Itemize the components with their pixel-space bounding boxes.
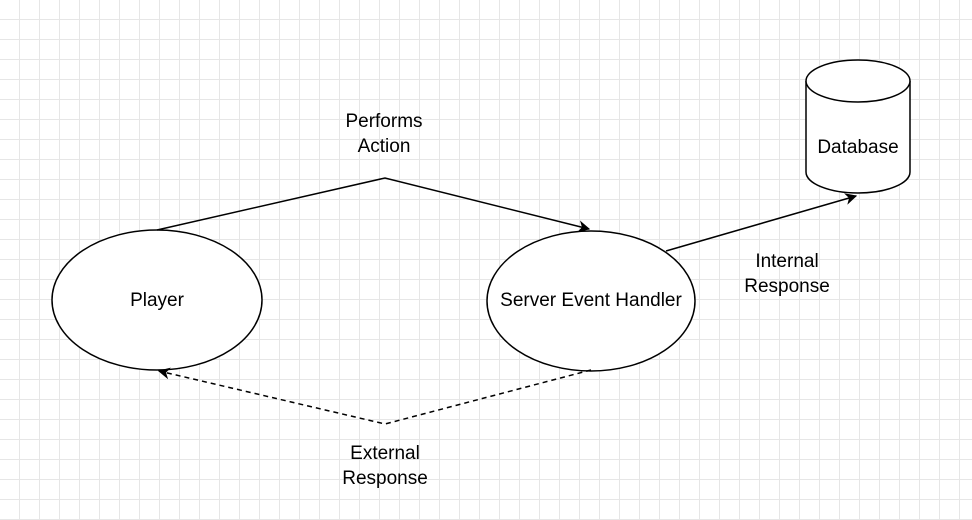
external-response-edge[interactable] [157, 367, 592, 425]
performs-action-edge[interactable] [156, 177, 591, 233]
performs-action-label: Performs Action [345, 111, 423, 157]
external-response-label: External Response [342, 443, 428, 489]
database-label: Database [817, 137, 899, 158]
database-node[interactable] [805, 59, 911, 194]
player-label: Player [130, 290, 184, 311]
internal-response-edge[interactable] [665, 193, 858, 252]
server-event-handler-node[interactable] [486, 230, 696, 372]
internal-response-label: Internal Response [744, 251, 830, 297]
server-event-handler-label: Server Event Handler [500, 290, 682, 311]
